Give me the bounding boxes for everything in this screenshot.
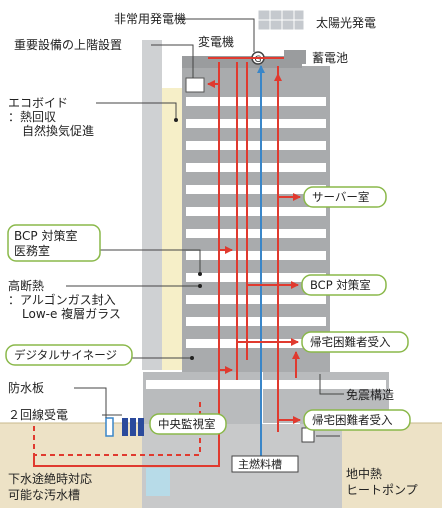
label-emergency-generator: 非常用発電機	[114, 11, 186, 26]
label-ecovoid-1: エコボイド	[8, 96, 68, 110]
label-sewage-1: 下水途絶時対応	[8, 471, 92, 486]
label-bcp-office-1: BCP 対策室	[14, 228, 77, 243]
digital-signage-box	[5, 344, 133, 366]
pill-bcp-room: BCP 対策室	[310, 278, 371, 292]
label-dual-power: ２回線受電	[8, 407, 68, 422]
label-seismic-isolation: 免震構造	[346, 387, 394, 402]
sewage-tank	[146, 468, 170, 496]
label-geothermal-2: ヒートポンプ	[346, 483, 418, 497]
pill-stranded-lower-box	[303, 409, 411, 431]
ecovoid-wall	[142, 40, 162, 370]
label-bcp-office-2: 医務室	[14, 243, 50, 258]
dual-power-solid	[33, 410, 220, 467]
label-sewage-2: 可能な汚水槽	[8, 488, 80, 502]
dual-power-dashed	[33, 400, 201, 456]
flood-board-1	[122, 418, 128, 436]
label-digital-signage: デジタルサイネージ	[14, 348, 117, 362]
pill-stranded-upper: 帰宅困難者受入	[310, 335, 391, 349]
flood-board-outline	[105, 417, 114, 437]
generator-letter: G	[255, 55, 262, 65]
label-insulation-2: ：アルゴンガス封入	[8, 292, 116, 307]
label-insulation-3: Low-e 複層ガラス	[22, 306, 121, 321]
podium-window	[146, 380, 386, 389]
leader-lines	[66, 18, 344, 437]
label-ecovoid-3: 自然換気促進	[22, 123, 94, 138]
building	[182, 56, 330, 372]
label-insulation-1: 高断熱	[8, 278, 44, 293]
pill-server-room: サーバー室	[312, 190, 369, 204]
pill-central-monitoring-box	[149, 413, 227, 435]
solar-panel	[257, 9, 305, 31]
pill-stranded-lower: 帰宅困難者受入	[312, 413, 393, 427]
pill-central-monitoring: 中央監視室	[158, 417, 216, 431]
label-flood-board: 防水板	[8, 380, 44, 395]
label-transformer: 変電機	[198, 34, 234, 49]
upper-equipment-box	[185, 77, 205, 93]
pill-bcp-room-box	[301, 274, 387, 296]
ecovoid	[162, 88, 182, 370]
flood-board-3	[138, 418, 144, 436]
battery-box	[284, 50, 306, 64]
label-upper-floor-equipment: 重要設備の上階設置	[14, 37, 122, 52]
marker-dots	[174, 118, 202, 360]
pill-stranded-upper-box	[301, 331, 409, 353]
label-geothermal-1: 地中熱	[346, 466, 382, 481]
flood-board-2	[130, 418, 136, 436]
label-battery: 蓄電池	[312, 51, 348, 65]
fuel-tank-box	[231, 455, 299, 473]
label-fuel-tank: 主燃料槽	[238, 457, 282, 471]
label-solar: 太陽光発電	[316, 15, 376, 30]
floor-windows	[186, 97, 326, 348]
pill-server-room-box	[303, 186, 387, 208]
label-ecovoid-2: ：熱回収	[8, 110, 56, 124]
bcp-office-box	[7, 224, 101, 262]
